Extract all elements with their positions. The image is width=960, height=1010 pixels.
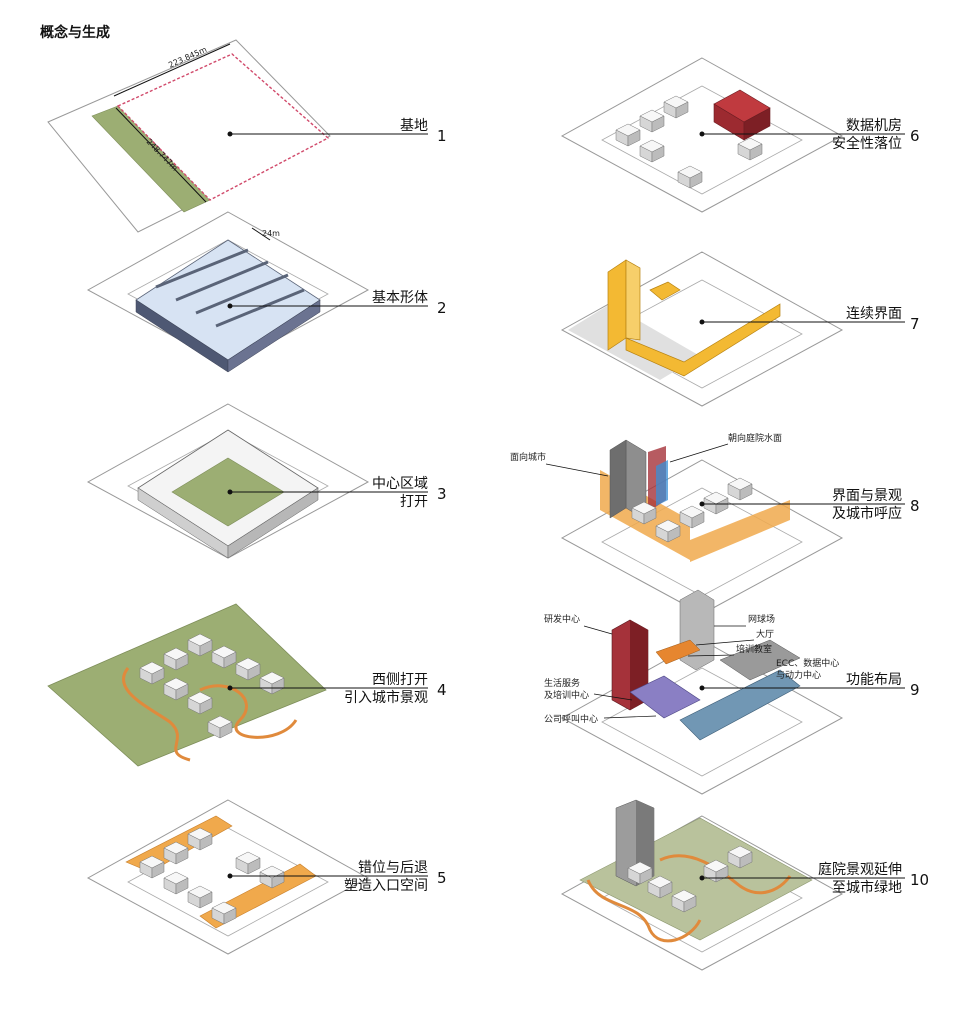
panel-6 <box>561 57 905 213</box>
living-service-block <box>629 675 701 719</box>
captions: 基地 1 基本形体 2 中心区域 打开 3 西侧打开 引入城市景观 4 错位与后… <box>344 117 929 896</box>
caption-9-line-1: 功能布局 <box>846 672 902 688</box>
landscape-path <box>199 684 298 739</box>
caption-5-line-1: 错位与后退 <box>358 860 428 876</box>
panel-8: 面向城市 朝向庭院水面 <box>510 432 905 615</box>
callout-city: 面向城市 <box>510 451 546 463</box>
caption-4-line-1: 西侧打开 <box>372 671 428 688</box>
panel-number-6: 6 <box>910 127 920 145</box>
callout-line <box>603 715 657 719</box>
caption-8-line-2: 及城市呼应 <box>832 505 902 522</box>
caption-8-line-1: 界面与景观 <box>832 488 902 504</box>
landscape-path <box>122 667 191 762</box>
caption-4-line-2: 引入城市景观 <box>344 689 428 706</box>
continuous-facade <box>607 259 781 377</box>
callout-ecc-2: 与动力中心 <box>776 669 821 681</box>
caption-1-line-1: 基地 <box>400 117 428 134</box>
courtyard-gap <box>155 248 249 289</box>
ecc-roof <box>719 639 801 681</box>
callout-line <box>695 639 755 646</box>
callout-line <box>593 693 633 701</box>
panel-number-5: 5 <box>437 869 447 887</box>
site-boundary <box>116 53 330 201</box>
callout-tennis: 网球场 <box>748 613 775 625</box>
data-room-block <box>713 89 771 141</box>
callout-call-center: 公司呼叫中心 <box>544 713 598 725</box>
panel-number-1: 1 <box>437 127 447 145</box>
callout-rd: 研发中心 <box>544 613 580 625</box>
callout-line <box>687 654 735 657</box>
panel-number-2: 2 <box>437 299 447 317</box>
callout-ecc-1: ECC、数据中心 <box>776 657 839 669</box>
landscape-path <box>586 879 702 943</box>
panel-2: 24m <box>87 211 428 373</box>
panel-1: 223.845m 248.747m <box>47 39 428 233</box>
building-side <box>227 299 321 373</box>
panel-5 <box>87 799 428 955</box>
callout-training: 培训教室 <box>736 643 772 655</box>
callout-living-2: 及培训中心 <box>544 689 589 701</box>
callout-line <box>583 625 613 635</box>
city-facing-edge <box>690 500 790 562</box>
caption-2-line-1: 基本形体 <box>372 289 428 306</box>
callout-line <box>545 463 609 477</box>
tennis-tower <box>679 589 715 671</box>
callout-line <box>669 443 729 463</box>
callout-living-1: 生活服务 <box>544 677 580 689</box>
building-side <box>227 487 319 559</box>
callout-water: 朝向庭院水面 <box>728 432 782 444</box>
dimension-bar-width: 24m <box>262 229 280 238</box>
caption-3-line-2: 打开 <box>400 493 428 510</box>
callout-lobby: 大厅 <box>756 628 774 640</box>
caption-3-line-1: 中心区域 <box>372 476 428 492</box>
panel-3 <box>87 403 428 559</box>
courtyard-green <box>579 817 813 941</box>
panel-number-3: 3 <box>437 485 447 503</box>
panel-number-4: 4 <box>437 681 447 699</box>
dimension-line <box>115 107 207 203</box>
caption-10-line-2: 至城市绿地 <box>832 879 902 896</box>
panel-9: 研发中心 网球场 大厅 培训教室 ECC、数据中心 与动力中心 生活服务 及培训… <box>544 589 905 795</box>
panel-number-10: 10 <box>910 871 929 889</box>
courtyard-gap <box>195 273 289 315</box>
caption-6-line-2: 安全性落位 <box>832 135 902 152</box>
caption-10-line-1: 庭院景观延伸 <box>818 861 902 878</box>
panel-number-7: 7 <box>910 315 920 333</box>
landscape-path <box>659 854 792 895</box>
panel-4 <box>47 603 428 767</box>
caption-6-line-1: 数据机房 <box>846 118 902 134</box>
panel-number-9: 9 <box>910 681 920 699</box>
dimension-line <box>113 43 231 97</box>
lobby-block <box>655 639 701 665</box>
panel-number-8: 8 <box>910 497 920 515</box>
panel-10 <box>561 799 905 971</box>
dimension-line <box>251 227 271 241</box>
courtyard-gap <box>175 260 269 302</box>
panel-7 <box>561 251 905 407</box>
water-screen <box>656 460 668 506</box>
caption-5-line-2: 塑造入口空间 <box>344 878 428 894</box>
caption-7-line-1: 连续界面 <box>846 305 902 322</box>
page-title: 概念与生成 <box>40 25 110 41</box>
tower-block <box>609 439 647 521</box>
courtyard-gap <box>215 288 305 328</box>
